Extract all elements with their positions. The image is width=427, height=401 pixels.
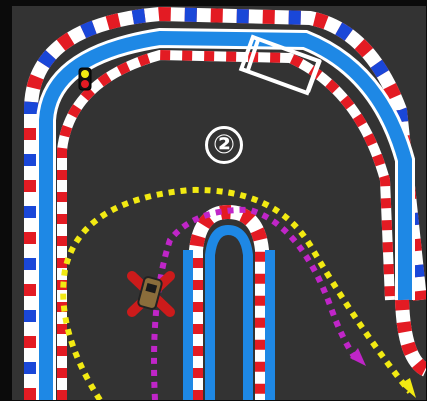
traffic-light-icon [79,68,91,90]
step-marker: ② [205,126,243,164]
